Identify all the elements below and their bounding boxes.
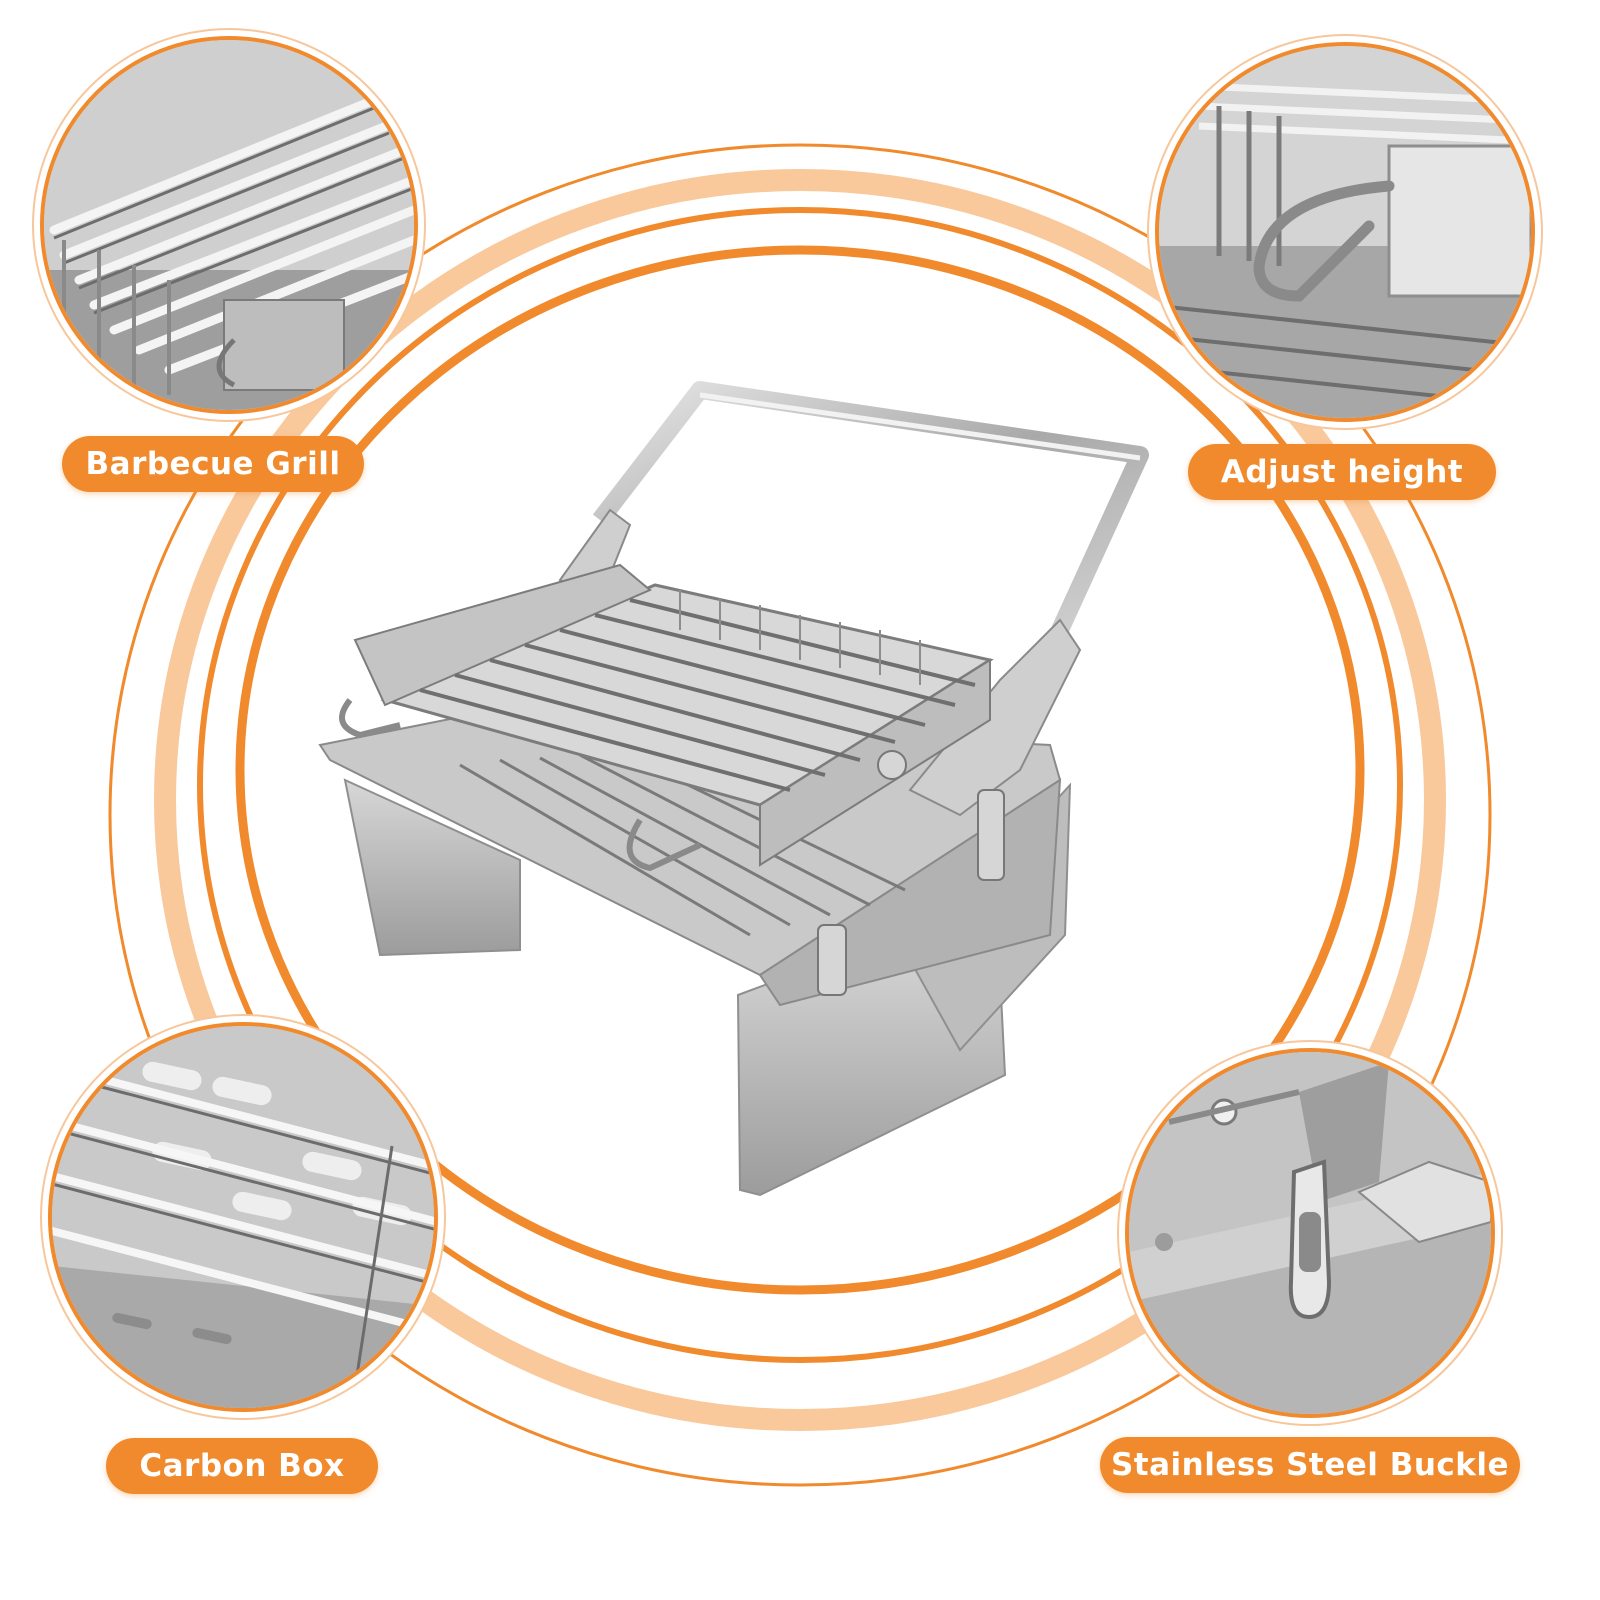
barbecue-grill-closeup [40, 36, 418, 414]
height-adjust-hook-closeup-icon [1159, 46, 1531, 418]
stainless-steel-buckle-closeup [1125, 1048, 1495, 1418]
latch-buckle-closeup-icon [1129, 1052, 1491, 1414]
carbon-box-label: Carbon Box [106, 1438, 378, 1494]
carbon-box-closeup [48, 1022, 438, 1412]
barbecue-grill-label-text: Barbecue Grill [85, 446, 341, 482]
charcoal-box-closeup-icon [52, 1026, 434, 1408]
barbecue-grill-label: Barbecue Grill [62, 436, 364, 492]
adjust-height-closeup [1155, 42, 1535, 422]
adjust-height-label: Adjust height [1188, 444, 1496, 500]
stainless-steel-buckle-label: Stainless Steel Buckle [1100, 1437, 1520, 1493]
decorative-rings [108, 143, 1492, 1487]
adjust-height-label-text: Adjust height [1220, 454, 1464, 490]
carbon-box-label-text: Carbon Box [139, 1448, 345, 1484]
folding-grill-icon [318, 381, 1149, 1197]
grill-grate-closeup-icon [44, 40, 414, 410]
stainless-steel-buckle-label-text: Stainless Steel Buckle [1110, 1447, 1510, 1483]
